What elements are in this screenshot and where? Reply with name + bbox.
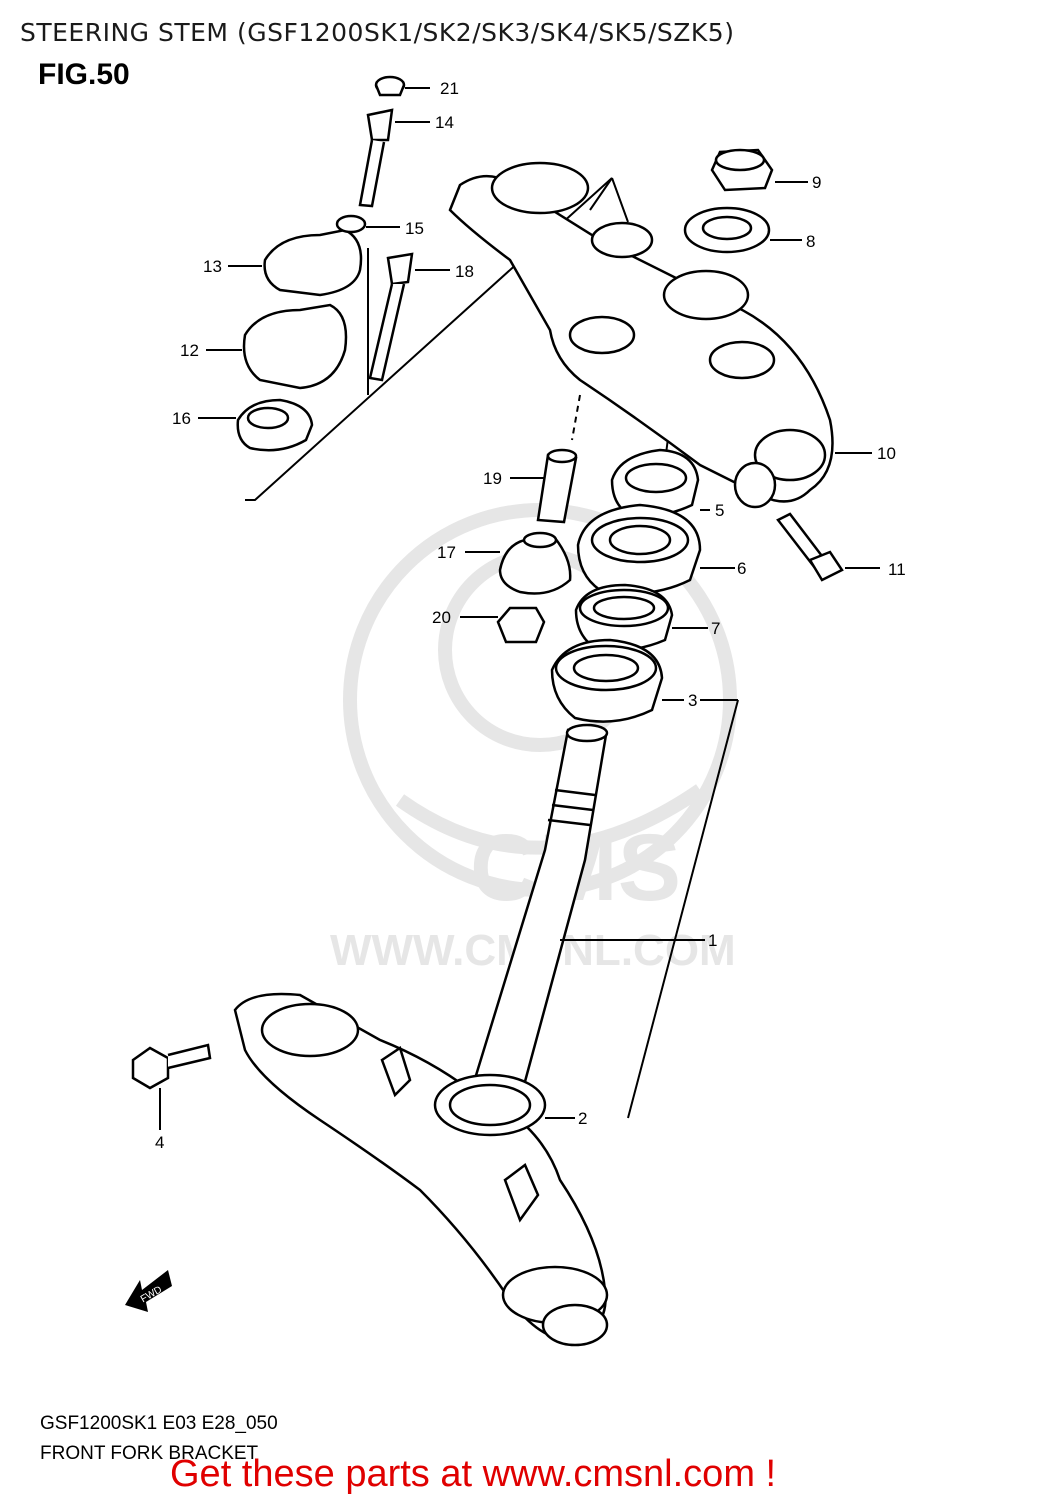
steering-tube-spacer <box>536 448 578 524</box>
upper-fork-bracket <box>448 161 834 509</box>
callout-19: 19 <box>483 469 502 488</box>
bearing-lower <box>550 638 664 723</box>
handlebar-holder-upper <box>263 228 363 297</box>
callout-8: 8 <box>806 232 815 251</box>
callout-14: 14 <box>435 113 454 132</box>
flange-nut <box>496 606 546 644</box>
steering-stem <box>433 723 609 1137</box>
cap <box>374 75 406 97</box>
damper-cushion <box>236 398 314 452</box>
callout-17: 17 <box>437 543 456 562</box>
callout-20: 20 <box>432 608 451 627</box>
cone-cap <box>498 531 572 595</box>
dust-seal <box>576 503 702 595</box>
callout-13: 13 <box>203 257 222 276</box>
callout-21: 21 <box>440 79 459 98</box>
callout-5: 5 <box>715 501 724 520</box>
figure-number: FIG.50 <box>38 58 130 91</box>
lower-fork-bracket <box>233 992 609 1347</box>
bearing-upper <box>574 583 674 652</box>
washer <box>683 206 771 254</box>
callout-12: 12 <box>180 341 199 360</box>
stem-bracket-line <box>627 699 739 1119</box>
callout-10: 10 <box>877 444 896 463</box>
hex-bolt <box>358 108 394 208</box>
callout-4: 4 <box>155 1133 164 1152</box>
group-bracket-line <box>589 177 613 211</box>
cap-nut <box>710 148 774 192</box>
hex-bolt-lower <box>131 1043 212 1090</box>
callout-9: 9 <box>812 173 821 192</box>
callout-15: 15 <box>405 219 424 238</box>
stem-bracket-line <box>571 394 581 441</box>
callout-18: 18 <box>455 262 474 281</box>
section-name: FRONT FORK BRACKET <box>40 1443 259 1464</box>
callout-11: 11 <box>888 560 906 579</box>
diagram-code: GSF1200SK1 E03 E28_050 <box>40 1413 278 1434</box>
group-bracket-line <box>611 177 629 223</box>
page-title: STEERING STEM (GSF1200SK1/SK2/SK3/SK4/SK… <box>20 18 735 47</box>
callout-6: 6 <box>737 559 746 578</box>
handlebar-holder-lower <box>242 303 348 390</box>
callout-7: 7 <box>711 619 720 638</box>
leader-lines <box>159 87 880 1130</box>
bolt-upper-clamp <box>776 512 844 582</box>
allen-bolt <box>368 252 414 382</box>
steering-stem-nut <box>610 448 700 518</box>
callout-2: 2 <box>578 1109 587 1128</box>
promo-link[interactable]: Get these parts at www.cmsnl.com ! <box>170 1453 777 1495</box>
callout-3: 3 <box>688 691 697 710</box>
forward-direction-arrow: FWD <box>125 1270 172 1312</box>
washer-small <box>335 214 367 234</box>
callout-1: 1 <box>708 931 717 950</box>
forward-direction-label: FWD <box>139 1284 164 1305</box>
group-bracket-line <box>245 177 613 501</box>
callout-16: 16 <box>172 409 191 428</box>
